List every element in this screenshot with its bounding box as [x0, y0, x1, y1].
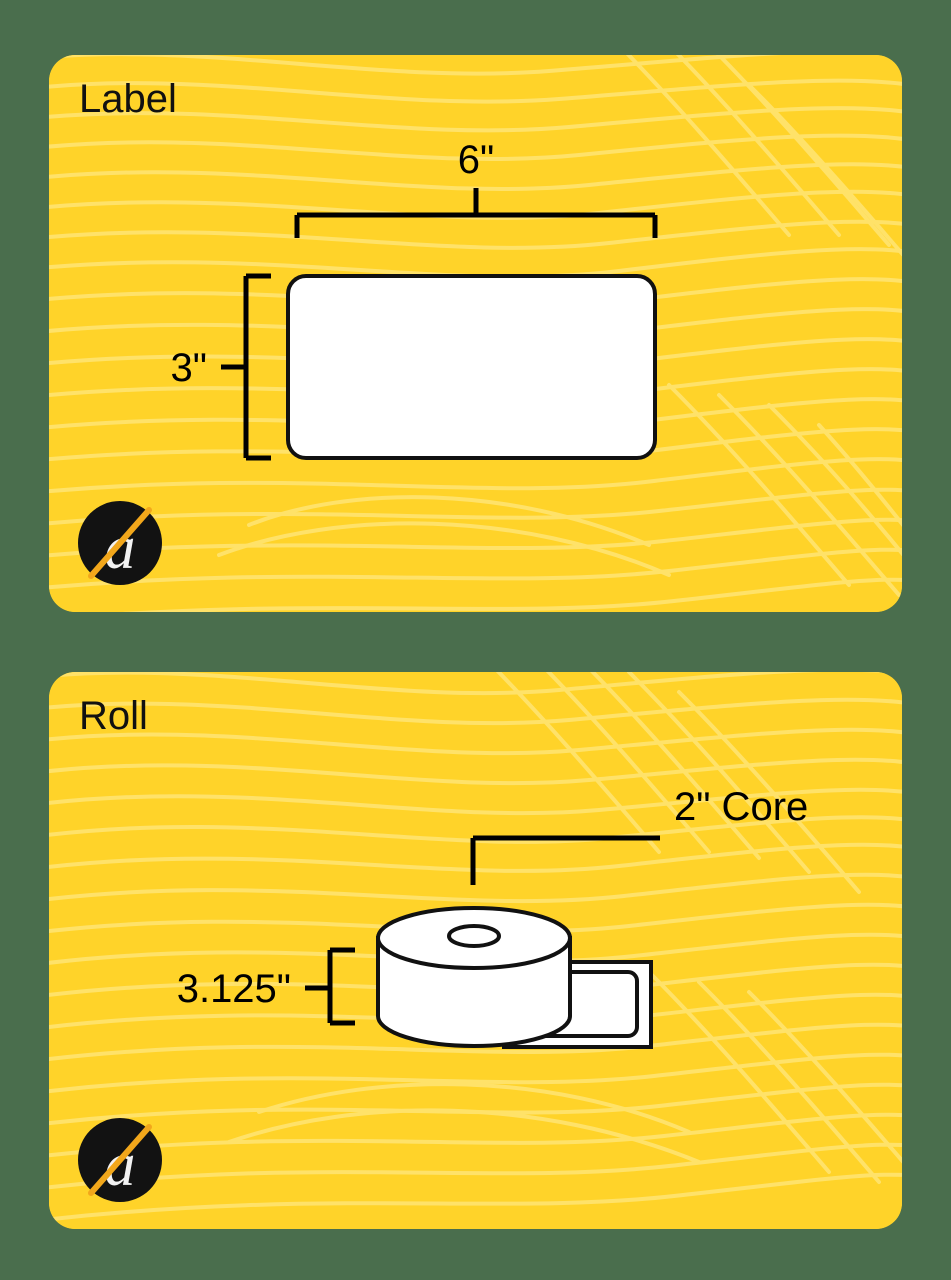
label-height-value: 3": [171, 346, 207, 390]
wave-texture: [49, 672, 902, 1226]
roll-illustration: [376, 906, 572, 1048]
label-spec-card: 6" 3" a Label: [49, 55, 902, 612]
width-dimension-bracket: [294, 188, 658, 238]
logo-letter: a: [105, 1131, 136, 1199]
logo-slash: [88, 1124, 152, 1196]
label-card-graphic: 6" 3" a: [49, 55, 902, 612]
logo-slash: [88, 507, 152, 579]
roll-width-dimension-bracket: [305, 947, 355, 1026]
card-title-label: Label: [79, 77, 177, 121]
label-width-value: 6": [458, 138, 494, 182]
logo-letter: a: [105, 514, 136, 582]
label-sample-rectangle: [286, 274, 657, 460]
card-title-roll: Roll: [79, 694, 148, 738]
roll-core-hole: [447, 924, 501, 948]
roll-card-graphic: 2" Core 3.125" a: [49, 672, 902, 1229]
roll-core-value: 2" Core: [674, 785, 808, 829]
core-leader-line: [470, 835, 660, 885]
roll-width-value: 3.125": [177, 967, 291, 1011]
height-dimension-bracket: [221, 273, 271, 461]
a-slash-logo: a: [78, 501, 162, 585]
a-slash-logo: a: [78, 1118, 162, 1202]
roll-spec-card: 2" Core 3.125" a Roll: [49, 672, 902, 1229]
